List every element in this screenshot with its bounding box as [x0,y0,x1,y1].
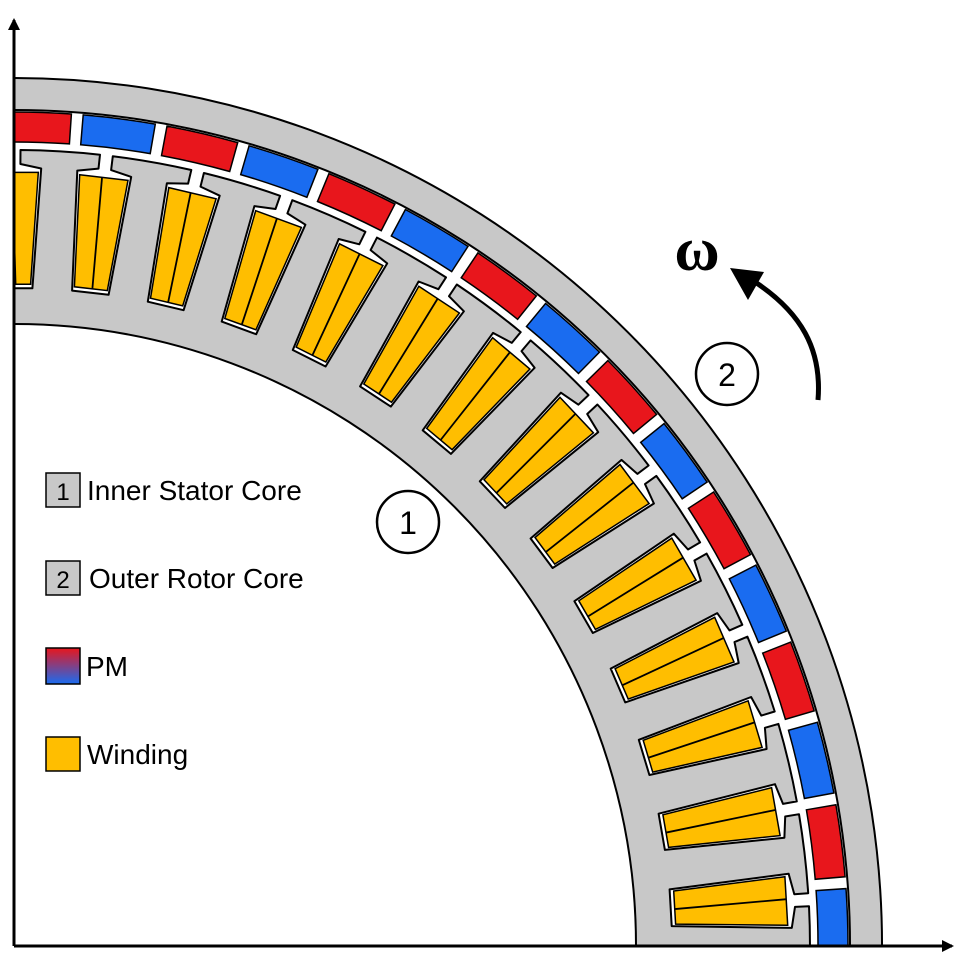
legend-swatch-core [45,560,81,596]
coil-divider [666,808,777,834]
permanent-magnet [815,887,849,946]
callout-circle-rotor [694,341,760,407]
permanent-magnet [160,125,239,173]
permanent-magnet [805,803,846,881]
permanent-magnet [728,564,788,644]
callout-number-rotor: 2 [718,357,736,393]
coil-divider [648,721,756,759]
permanent-magnet [316,172,396,232]
winding-coil [362,285,461,404]
permanent-magnet [687,490,752,570]
coil-divider [439,351,511,441]
permanent-magnet [787,721,835,800]
outer-rotor-core [14,77,883,946]
permanent-magnet [525,302,601,375]
legend-swatch-pm [45,647,81,685]
legend-number: 2 [56,567,69,594]
inner-stator-core [14,149,811,946]
coil-divider [241,217,278,325]
coil-divider [91,176,103,289]
winding-coil [642,699,764,773]
legend-item-pm: PM [45,647,128,685]
permanent-magnets [14,111,849,946]
winding-coil [295,242,384,363]
permanent-magnet [761,641,816,721]
legend-swatch-winding [45,736,81,772]
legend-number: 1 [56,479,69,506]
winding-coil [14,171,40,285]
rotation-arrow [750,277,821,401]
callout-number-stator: 1 [399,505,417,541]
callout-rotor: 2 [694,341,760,407]
coil-divider [674,898,787,910]
winding-coil [223,209,303,331]
rotor-yoke [14,77,883,946]
legend-label: PM [86,651,128,682]
legend-item-winding: Winding [45,736,188,772]
permanent-magnet [390,208,470,273]
callout-circle-stator [375,489,441,555]
legend-label: Winding [87,739,188,770]
machine-quadrant [14,77,883,946]
coil-divider [495,412,577,494]
winding-coil [614,616,736,701]
legend-item-inner-stator: 1 Inner Stator Core [45,472,302,508]
coil-divider [167,192,192,303]
permanent-magnet [639,422,709,500]
winding-coil [73,173,129,292]
stator-core-outline [14,149,811,946]
legend-swatch-core [45,472,81,508]
permanent-magnet [14,111,73,145]
legend-item-outer-rotor: 2 Outer Rotor Core [45,560,304,596]
winding-coil [149,186,218,307]
legend-label: Outer Rotor Core [89,563,304,594]
legend-label: Inner Stator Core [87,475,302,506]
permanent-magnet [79,114,157,155]
permanent-magnet [239,144,319,199]
rotation-arrowhead [730,268,764,300]
winding-coil [672,875,789,927]
legend: 1 Inner Stator Core 2 Outer Rotor Core P… [45,472,304,772]
winding-coil [662,786,781,849]
winding-coil [577,537,698,631]
callout-stator: 1 [375,489,441,555]
coil-divider [378,297,439,395]
coil-divider [545,481,635,553]
coil-divider [587,556,684,618]
permanent-magnet [585,359,658,435]
omega-symbol: ω [674,216,719,284]
coil-divider [311,253,361,356]
coil-divider [622,636,725,687]
permanent-magnet [460,251,538,321]
